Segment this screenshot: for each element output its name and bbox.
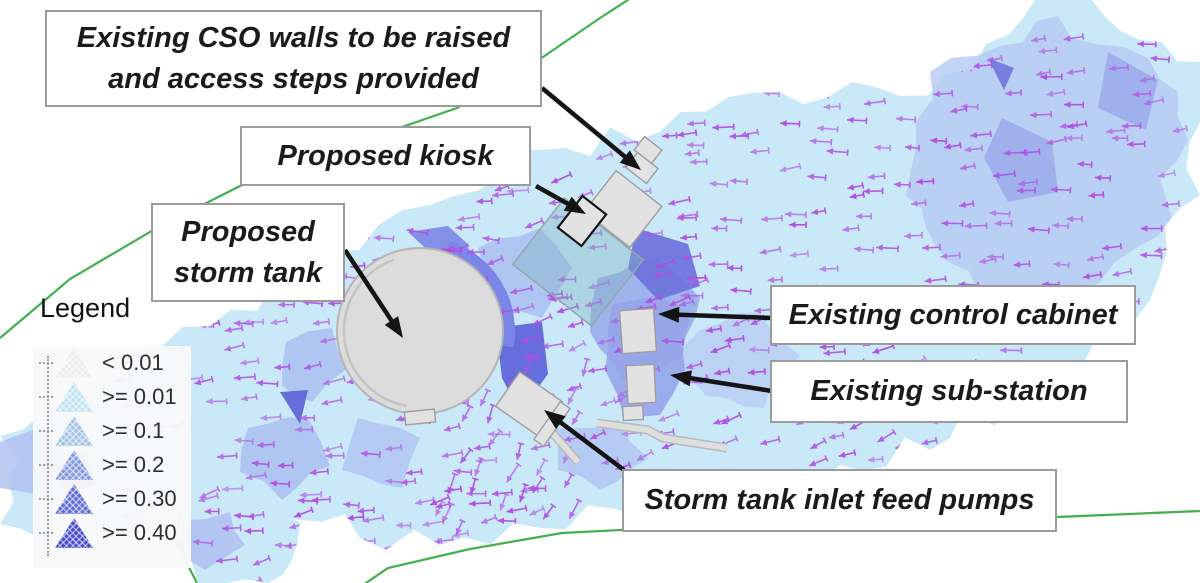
legend-tick: [39, 532, 53, 534]
annotation-existing-sub-station: Existing sub-station: [770, 360, 1128, 423]
building: [583, 169, 663, 249]
annotation-storm-tank-inlet-feed-pumps: Storm tank inlet feed pumps: [622, 469, 1057, 532]
legend-label: >= 0.01: [102, 384, 177, 409]
legend-swatch-lt-0-01: [55, 348, 93, 378]
legend-swatch-ge-0-2: [55, 450, 93, 480]
legend-tick: [39, 464, 53, 466]
legend-label: >= 0.40: [102, 520, 177, 545]
legend-tick: [39, 498, 53, 500]
annotation-text: Proposed storm tank: [173, 216, 323, 289]
legend-label: < 0.01: [102, 350, 164, 375]
annotation-existing-control-cabinet: Existing control cabinet: [770, 285, 1136, 345]
legend-label: >= 0.1: [102, 418, 165, 443]
legend-item: >= 0.1: [33, 414, 191, 448]
legend-item: >= 0.01: [33, 380, 191, 414]
legend-swatch-ge-0-30: [55, 484, 93, 514]
legend-tick: [39, 396, 53, 398]
legend-title: Legend: [40, 293, 131, 323]
legend-swatch-ge-0-01: [55, 382, 93, 412]
annotation-text: Existing control cabinet: [788, 298, 1118, 331]
annotation-text: Existing CSO walls to be raised and acce…: [76, 22, 511, 95]
legend-swatch-ge-0-1: [55, 416, 93, 446]
annotation-text: Proposed kiosk: [277, 139, 494, 172]
building: [621, 404, 645, 422]
tank-rim-deep-band: [445, 240, 515, 348]
legend-item: >= 0.2: [33, 448, 191, 482]
legend-guide-line: [47, 356, 49, 556]
tank-inner-rim: [342, 258, 408, 408]
annotation-text: Existing sub-station: [810, 375, 1088, 408]
annotation-cso-walls: Existing CSO walls to be raised and acce…: [45, 10, 542, 107]
legend-swatch-ge-0-40: [55, 518, 93, 548]
building: [403, 408, 437, 426]
annotation-proposed-storm-tank: Proposed storm tank: [151, 203, 345, 302]
legend-item: >= 0.30: [33, 482, 191, 516]
building: [556, 194, 608, 248]
annotation-proposed-kiosk: Proposed kiosk: [240, 126, 531, 186]
walkway-paths: [545, 418, 728, 465]
legend-label: >= 0.2: [102, 452, 165, 477]
legend: < 0.01 >= 0.01 >= 0.1 >= 0.2 >= 0.30 >= …: [33, 346, 191, 568]
building: [618, 307, 658, 355]
legend-tick: [39, 362, 53, 364]
legend-item: >= 0.40: [33, 516, 191, 550]
annotation-text: Storm tank inlet feed pumps: [644, 484, 1035, 517]
building: [625, 363, 657, 405]
legend-label: >= 0.30: [102, 486, 177, 511]
legend-item: < 0.01: [33, 346, 191, 380]
legend-tick: [39, 430, 53, 432]
proposed-works-area: [511, 197, 645, 327]
annotation-arrows: [343, 86, 773, 472]
